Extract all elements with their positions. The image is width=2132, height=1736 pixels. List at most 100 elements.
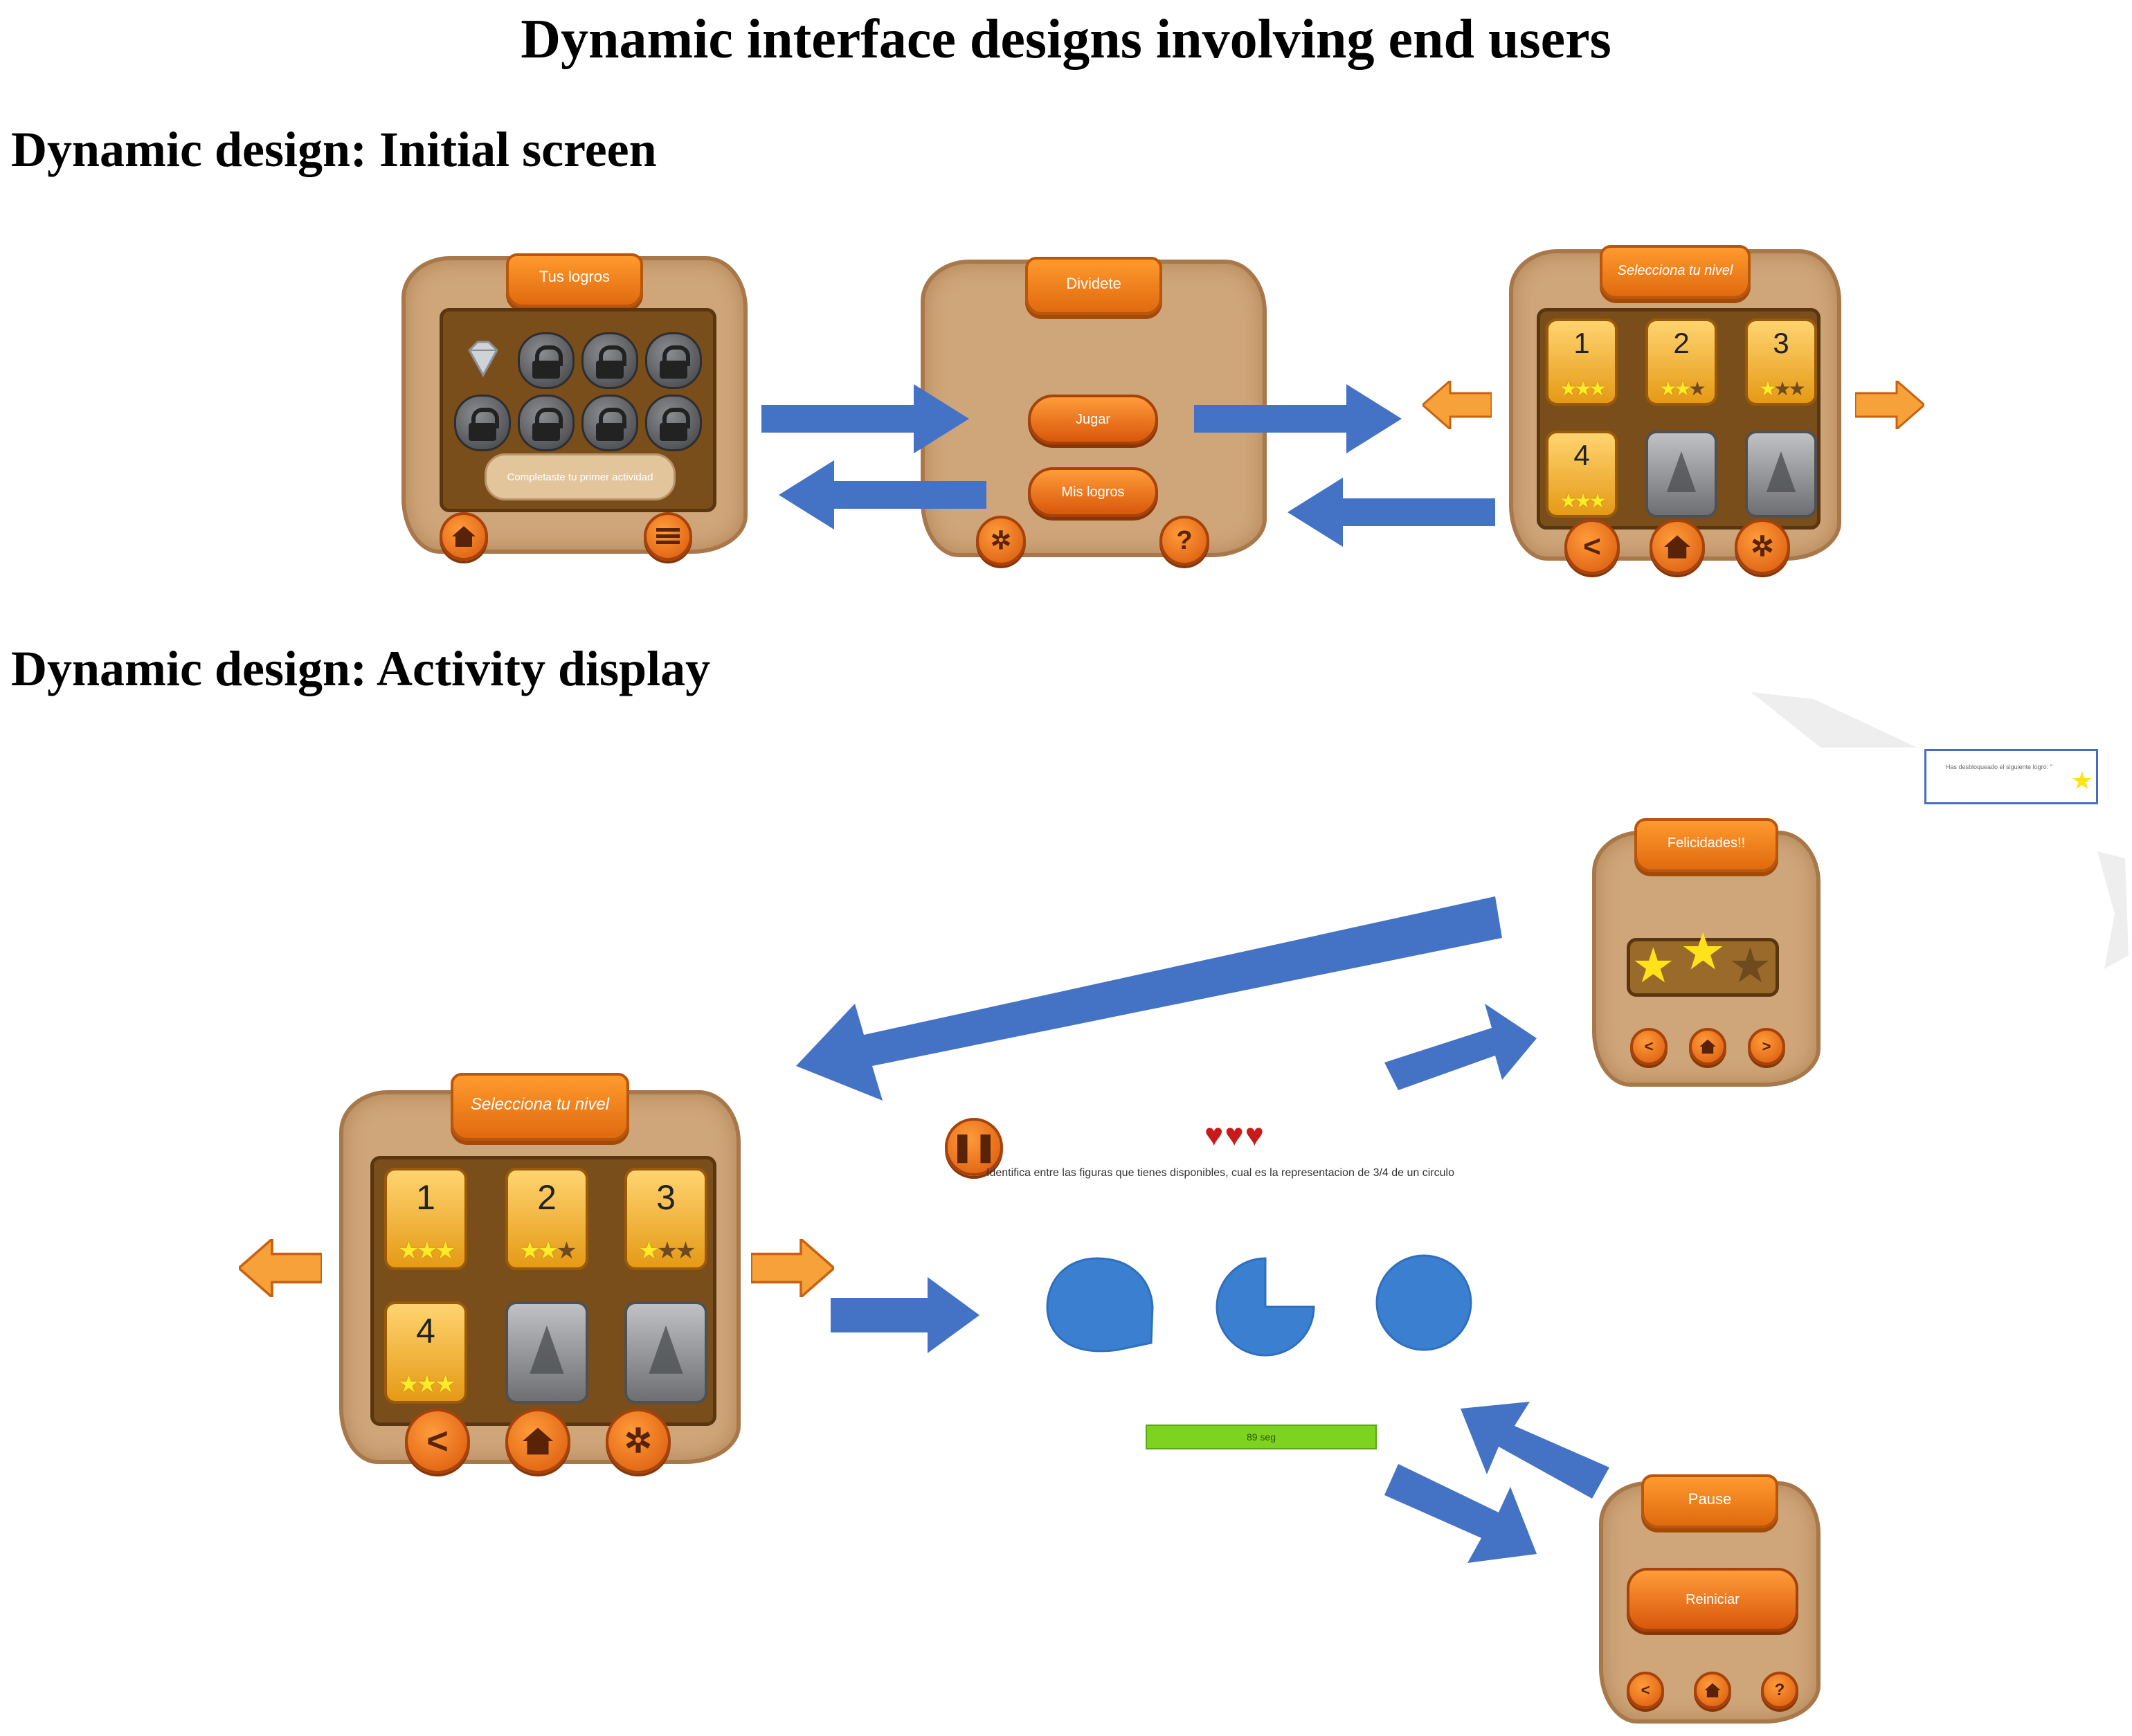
home-button[interactable] <box>1694 1672 1731 1709</box>
level-number: 2 <box>1673 327 1690 359</box>
level-2-tile[interactable]: 2★★★ <box>505 1168 588 1270</box>
settings-button[interactable]: ✲ <box>1735 519 1790 575</box>
level-grid: 1★★★ 2★★★ 3★★★ 4★★★ <box>1537 308 1821 530</box>
back-button[interactable]: < <box>1564 519 1620 575</box>
level-3-tile[interactable]: 3★★★ <box>1745 318 1817 406</box>
level-4-tile[interactable]: 4★★★ <box>384 1301 467 1404</box>
level-1-tile[interactable]: 1★★★ <box>384 1168 467 1270</box>
restart-button[interactable]: Reiniciar <box>1627 1568 1798 1631</box>
level-6-locked-tile <box>1745 431 1817 518</box>
lock-icon <box>454 395 511 451</box>
level-stars: ★★★ <box>1659 378 1706 399</box>
settings-button[interactable]: ✲ <box>976 516 1026 566</box>
next-icon: > <box>1762 1038 1771 1055</box>
home-icon <box>1664 535 1690 559</box>
level-select-banner: Selecciona tu nivel <box>451 1073 629 1141</box>
home-button[interactable] <box>505 1409 570 1474</box>
level-number: 1 <box>1573 327 1590 359</box>
star-rating-box: ★ ★ ★ <box>1627 926 1779 997</box>
play-button[interactable]: Jugar <box>1028 395 1158 444</box>
flow-arrow-right <box>761 384 969 453</box>
level-stars: ★★★ <box>519 1238 577 1264</box>
flow-arrow-left <box>779 460 986 530</box>
list-icon <box>656 528 680 544</box>
main-title: Dynamic interface designs involving end … <box>521 9 1611 70</box>
gear-icon: ✲ <box>1751 532 1774 562</box>
level-1-tile[interactable]: 1★★★ <box>1546 318 1618 406</box>
back-button[interactable]: < <box>1630 1028 1668 1065</box>
achievement-toast-text: Has desbloqueado el siguiente logro: " <box>1946 763 2052 770</box>
level-select-screen: Selecciona tu nivel 1★★★ 2★★★ 3★★★ 4★★★ … <box>339 1073 741 1474</box>
lock-icon <box>581 332 638 389</box>
back-button[interactable]: < <box>1627 1672 1664 1709</box>
home-button[interactable] <box>1689 1028 1726 1065</box>
flow-arrow-right <box>1194 384 1402 453</box>
heart-icon: ♥ <box>1225 1116 1245 1152</box>
next-page-arrow[interactable] <box>1855 381 1924 429</box>
home-icon <box>523 1427 553 1455</box>
level-2-tile[interactable]: 2 ★★★ <box>1645 318 1717 406</box>
star-icon: ★ <box>1680 923 1726 980</box>
achievement-message: Completaste tu primer actividad <box>507 471 653 483</box>
pause-icon: ❚❚ <box>950 1132 997 1162</box>
back-icon: < <box>1583 530 1601 563</box>
achievements-grid: Completaste tu primer actividad <box>440 308 716 512</box>
level-select-screen: Selecciona tu nivel 1★★★ 2★★★ 3★★★ 4★★★ … <box>1509 245 1841 575</box>
back-icon: < <box>426 1420 449 1462</box>
level-3-tile[interactable]: 3 ★★★ <box>624 1168 707 1270</box>
level-number: 3 <box>656 1178 676 1217</box>
help-icon: ? <box>1774 1681 1785 1699</box>
gear-icon: ✲ <box>990 526 1012 554</box>
lock-icon <box>581 395 638 451</box>
activity-question: Identifica entre las figuras que tienes … <box>986 1167 1454 1179</box>
level-number: 3 <box>1773 327 1789 359</box>
star-icon: ★ <box>1632 939 1675 993</box>
achievement-toast: Has desbloqueado el siguiente logro: " ★ <box>1924 749 2098 804</box>
level-stars: ★★★ <box>1560 490 1606 512</box>
home-button[interactable] <box>440 512 488 561</box>
list-button[interactable] <box>644 512 692 561</box>
heart-icon: ♥ <box>1204 1116 1225 1152</box>
home-icon <box>1704 1683 1721 1698</box>
timer-bar: 89 seg <box>1146 1425 1377 1449</box>
play-button-label: Jugar <box>1075 411 1111 427</box>
gear-icon: ✲ <box>624 1423 653 1460</box>
achievement-message-box: Completaste tu primer actividad <box>485 453 676 500</box>
faint-decoration-shape <box>1751 692 2129 969</box>
level-stars: ★★★ <box>638 1238 696 1264</box>
back-icon: < <box>1644 1038 1654 1055</box>
full-circle-option[interactable] <box>1374 1253 1474 1353</box>
pause-popup: Pause Reiniciar < ? <box>1599 1474 1821 1724</box>
level-5-locked-tile <box>505 1301 588 1404</box>
previous-page-arrow[interactable] <box>239 1239 322 1297</box>
level-4-tile[interactable]: 4★★★ <box>1546 431 1618 518</box>
drop-shape-option[interactable] <box>1042 1253 1156 1357</box>
achievements-banner: Tus logros <box>506 253 643 307</box>
home-button[interactable] <box>1650 519 1705 575</box>
back-icon: < <box>1641 1681 1650 1699</box>
next-button[interactable]: > <box>1748 1028 1785 1065</box>
help-button[interactable]: ? <box>1159 516 1209 566</box>
section-title-activity-display: Dynamic design: Activity display <box>11 641 711 696</box>
lock-icon <box>518 332 575 389</box>
settings-button[interactable]: ✲ <box>606 1409 671 1474</box>
lock-icon <box>518 395 575 451</box>
level-grid: 1★★★ 2★★★ 3 ★★★ 4★★★ <box>370 1156 716 1426</box>
back-button[interactable]: < <box>405 1409 470 1474</box>
congrats-popup: Felicidades!! ★ ★ ★ < > <box>1592 818 1821 1087</box>
my-achievements-label: Mis logros <box>1061 484 1125 500</box>
pause-button[interactable]: ❚❚ <box>945 1118 1003 1176</box>
heart-icon: ♥ <box>1245 1116 1265 1152</box>
next-page-arrow[interactable] <box>751 1239 834 1297</box>
previous-page-arrow[interactable] <box>1422 381 1492 429</box>
restart-button-label: Reiniciar <box>1686 1591 1740 1607</box>
timer-text: 89 seg <box>1246 1431 1276 1443</box>
home-icon <box>1699 1039 1716 1054</box>
three-quarter-circle-option[interactable] <box>1204 1253 1326 1357</box>
pause-banner: Pause <box>1641 1474 1778 1528</box>
level-6-locked-tile <box>624 1301 707 1404</box>
help-button[interactable]: ? <box>1761 1672 1798 1709</box>
help-icon: ? <box>1176 525 1193 555</box>
level-stars: ★★★ <box>398 1371 455 1398</box>
my-achievements-button[interactable]: Mis logros <box>1028 467 1158 517</box>
